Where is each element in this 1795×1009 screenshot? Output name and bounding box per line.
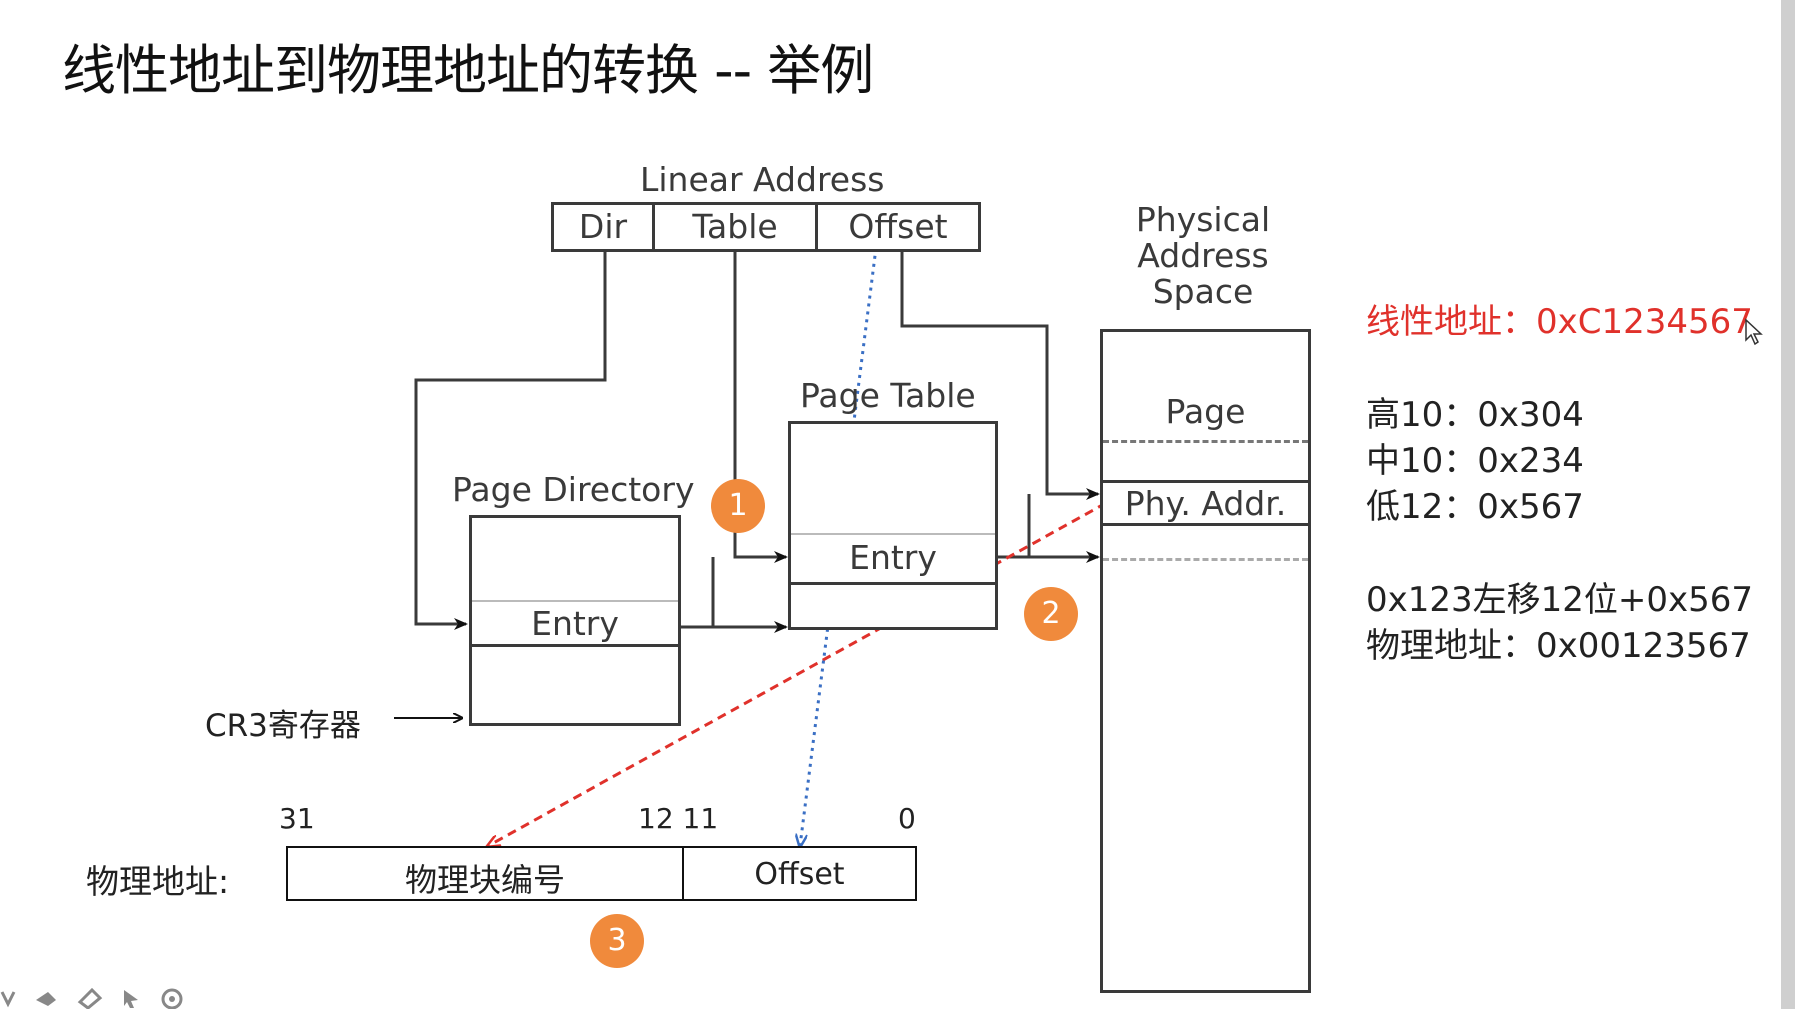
step-badge-3: 3 [590,914,644,968]
linear-address-box: Dir Table Offset [551,202,981,252]
cr3-label: CR3寄存器 [205,708,361,744]
options-icon [161,988,183,1009]
presentation-toolbar [0,987,183,1009]
page-table-label: Page Table [800,376,976,415]
physical-space-label: Physical Address Space [1135,200,1271,311]
phy-addr-label: Phy. Addr. [1124,484,1287,523]
page-directory-entry: Entry [531,604,619,643]
note-linear-address: 线性地址：0xC1234567 [1366,302,1753,342]
page-directory-label: Page Directory [452,470,695,509]
linear-field-table: Table [692,207,778,246]
offset-to-page-line [900,250,1100,500]
red-dashed-arrow [488,501,1107,846]
page-table-box: Entry [788,421,998,630]
note-high10: 高10：0x304 [1366,395,1584,435]
prev-arrow-icon [0,991,16,1008]
physical-space-box: Page Phy. Addr. [1100,329,1311,993]
table-to-pagetable-line [733,250,788,563]
page-table-entry: Entry [849,538,937,577]
bit-0: 0 [898,802,916,835]
bit-31: 31 [279,802,315,835]
bit-12-11: 12 11 [638,802,719,835]
directory-to-pagetable-line [680,557,715,629]
linear-field-offset: Offset [848,207,948,246]
pen-icon [36,992,56,1006]
right-scrollbar[interactable] [1781,0,1795,1009]
note-calc: 0x123左移12位+0x567 [1366,580,1754,620]
mouse-cursor-icon [1745,318,1763,346]
step-badge-2: 2 [1024,587,1078,641]
page-title: 线性地址到物理地址的转换 -- 举例 [62,39,874,102]
page-directory-box: Entry [469,515,681,726]
page-label: Page [1165,392,1246,431]
physical-address-label: 物理地址: [86,862,230,901]
phys-frame-number: 物理块编号 [404,861,565,899]
phys-offset: Offset [754,857,845,892]
eraser-icon [77,987,103,1009]
dir-to-directory-line [414,250,607,630]
linear-address-label: Linear Address [640,160,885,199]
note-physical-address: 物理地址：0x00123567 [1366,626,1751,666]
step-badge-1: 1 [711,479,765,533]
linear-field-dir: Dir [578,207,628,246]
physical-address-box: 物理块编号 Offset [286,846,917,901]
note-mid10: 中10：0x234 [1366,441,1584,481]
note-low12: 低12：0x567 [1366,487,1584,527]
pointer-icon [124,990,138,1008]
